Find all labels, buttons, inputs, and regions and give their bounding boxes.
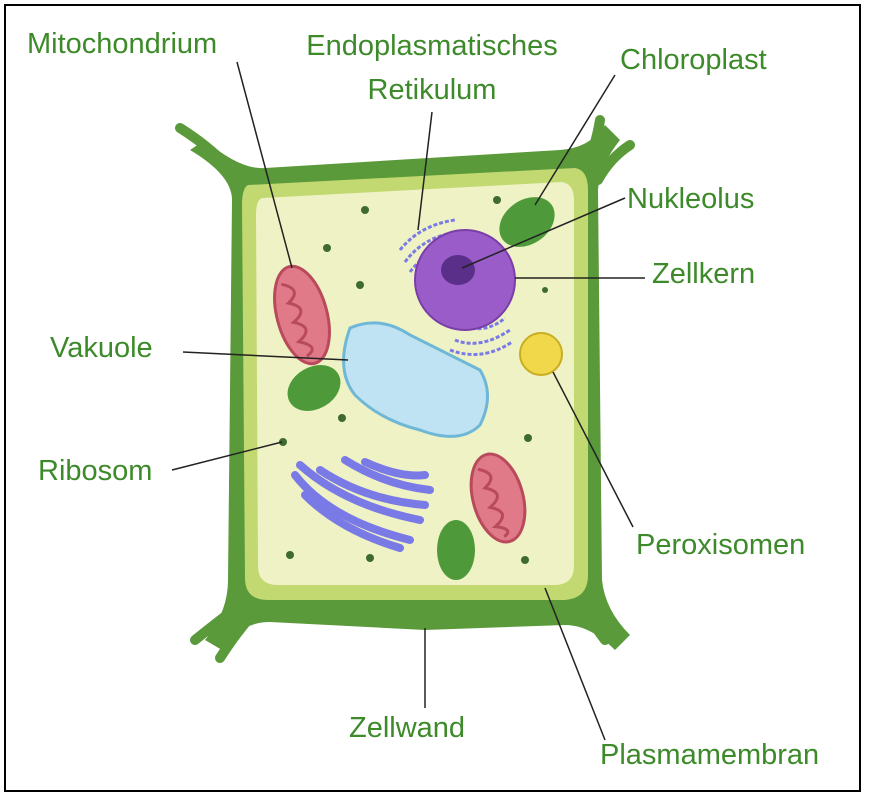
label-er-line2: Retikulum [367,74,497,106]
leader-peroxisomen [552,371,634,528]
cell-wall-strand [593,140,635,185]
label-zellkern: Zellkern [652,258,756,290]
leader-ribosom [171,441,283,471]
label-vakuole: Vakuole [50,332,153,364]
ribosomes [279,196,548,564]
label-nukleolus: Nukleolus [627,183,755,215]
cell-wall-strand [190,600,245,645]
vacuole [342,321,489,438]
cell-wall-strand [215,607,260,663]
label-zellwand: Zellwand [349,712,466,744]
label-er-line1: Endoplasmatisches [306,30,558,62]
leader-vakuole [182,351,349,361]
label-chloroplast: Chloroplast [620,44,767,76]
cell-wall-strand [175,123,240,180]
nucleolus [441,255,475,285]
mitochondrion [273,264,331,366]
label-peroxisomen: Peroxisomen [636,529,806,561]
cell-wall-strand [580,115,605,170]
chloroplast [437,520,475,580]
mitochondrion [469,452,527,544]
golgi-apparatus [291,456,434,552]
chloroplast [287,365,341,411]
leader-mitochondrium [236,61,293,269]
leader-chloroplast [534,74,616,206]
leader-er [417,111,433,231]
leader-nukleolus [461,197,626,269]
leader-plasmamembran [544,587,606,741]
cell-wall-strand [575,600,610,645]
peroxisome [519,332,563,376]
label-ribosom: Ribosom [38,455,153,487]
leader-lines [171,61,645,741]
label-plasmamembran: Plasmamembran [600,739,820,771]
endoplasmic-reticulum [398,218,513,356]
label-mitochondrium: Mitochondrium [27,28,218,60]
